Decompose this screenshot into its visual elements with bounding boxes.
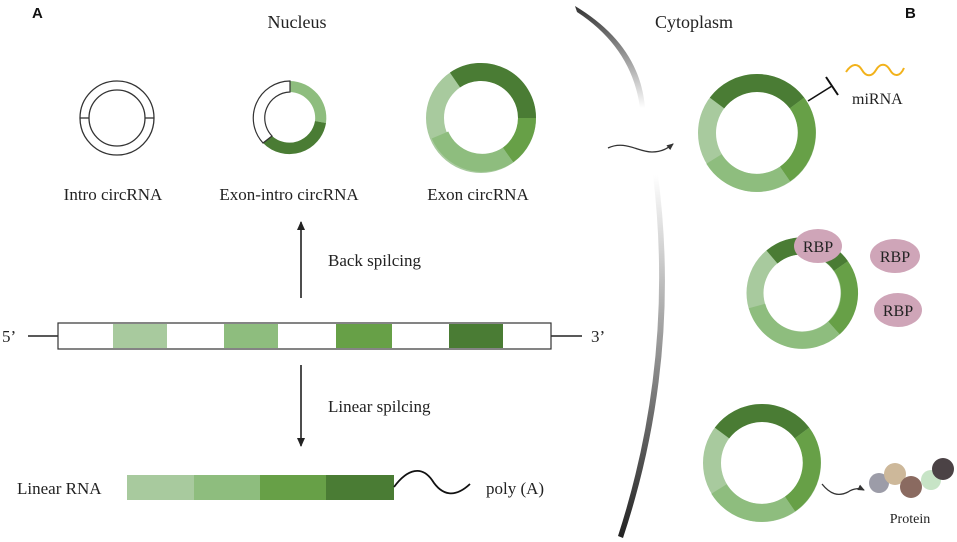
protein-label: Protein	[890, 512, 930, 527]
intron-circrna-label: Intro circRNA	[64, 185, 163, 204]
pre-mrna-exon-1	[113, 324, 167, 348]
nuclear-membrane-lower	[618, 175, 665, 538]
export-arrow	[607, 143, 674, 153]
exon-intron-circrna-label: Exon-intro circRNA	[219, 185, 359, 204]
cytoplasm-title: Cytoplasm	[655, 12, 733, 32]
three-prime-label: 3’	[591, 327, 605, 346]
poly-a-tail	[393, 470, 471, 495]
rbp-free-2: RBP	[874, 293, 922, 327]
circrna-translation	[703, 404, 821, 522]
pre-mrna-exon-2	[224, 324, 278, 348]
circrna-mirna-sponge	[698, 74, 816, 192]
five-prime-label: 5’	[2, 327, 16, 346]
intron-circrna	[79, 80, 155, 156]
linear-rna-label: Linear RNA	[17, 479, 102, 498]
protein-bead-1	[869, 473, 889, 493]
nuclear-membrane-upper	[575, 6, 645, 108]
rbp-bound: RBP	[794, 229, 842, 263]
mirna-strand	[845, 63, 905, 77]
linear-rna	[127, 470, 471, 500]
translation-arrow	[821, 483, 865, 495]
protein-bead-5	[900, 476, 922, 498]
nucleus-title: Nucleus	[268, 12, 327, 32]
pre-mrna-exon-4	[449, 324, 503, 348]
panel-label-b: B	[905, 5, 916, 22]
exon-circrna-label: Exon circRNA	[427, 185, 529, 204]
rbp-free-1-label: RBP	[880, 249, 910, 266]
linear-splicing-label: Linear spilcing	[328, 397, 431, 416]
rbp-free-1: RBP	[870, 239, 920, 273]
poly-a-label: poly (A)	[486, 479, 544, 498]
rbp-bound-label: RBP	[803, 239, 833, 256]
mirna-inhibition-icon	[807, 76, 839, 102]
panel-label-a: A	[32, 5, 43, 22]
protein-cluster	[869, 458, 954, 498]
pre-mrna	[28, 322, 582, 350]
exon-intron-circrna	[252, 80, 327, 155]
protein-bead-2	[884, 463, 906, 485]
circrna-rbp-binding	[746, 237, 859, 349]
mirna-label: miRNA	[852, 91, 903, 108]
rbp-free-2-label: RBP	[883, 303, 913, 320]
exon-circrna	[426, 62, 537, 173]
pre-mrna-exon-3	[336, 324, 392, 348]
protein-bead-4	[932, 458, 954, 480]
back-splicing-label: Back spilcing	[328, 251, 422, 270]
